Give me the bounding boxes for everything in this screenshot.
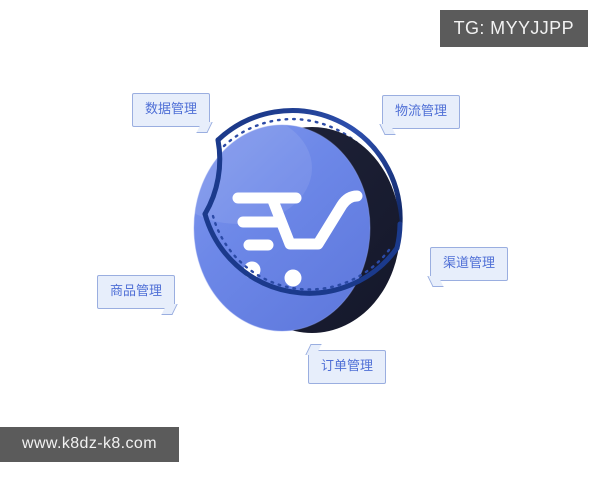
tag-label: 商品管理 [110, 284, 163, 299]
shopping-cart-icon [232, 190, 363, 251]
tag-product-management[interactable]: 商品管理 [97, 275, 178, 315]
tag-label: 渠道管理 [443, 256, 496, 271]
tag-label: 物流管理 [395, 104, 448, 119]
watermark-top-right: TG: MYYJJPP [439, 10, 588, 47]
tag-label: 数据管理 [145, 102, 198, 117]
tag-channel-management[interactable]: 渠道管理 [427, 247, 509, 287]
tag-label: 订单管理 [321, 359, 374, 374]
tag-order-management[interactable]: 订单管理 [305, 344, 387, 384]
tag-data-management[interactable]: 数据管理 [132, 93, 213, 133]
orbit-ring-front [202, 137, 403, 296]
tag-logistics-management[interactable]: 物流管理 [379, 95, 461, 135]
watermark-bottom-left: www.k8dz-k8.com [0, 427, 179, 462]
